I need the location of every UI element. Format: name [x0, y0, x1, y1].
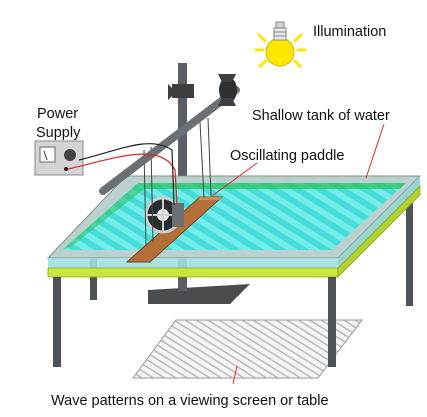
suspension-string — [207, 117, 212, 197]
suspension-string — [143, 149, 147, 247]
tank-inner-left — [62, 183, 144, 250]
voltmeter-icon — [39, 146, 56, 163]
stand-clamp — [172, 84, 194, 98]
tank-frame-right — [337, 185, 421, 278]
tank-pointer-line — [365, 123, 385, 179]
paddle-pointer-line — [211, 162, 258, 197]
clamp-wing — [218, 74, 236, 82]
clamp-wing — [218, 98, 236, 106]
stand-base-shadow — [148, 284, 250, 304]
motor-housing — [172, 203, 184, 227]
screen-pointer-line — [232, 365, 238, 385]
power-knob — [64, 149, 76, 161]
meter-needle — [43, 150, 48, 161]
terminal-icon — [64, 167, 68, 171]
tank-inner-edge — [138, 183, 406, 189]
suspension-string — [150, 146, 154, 243]
clamp-wheel — [219, 77, 237, 103]
tank-water — [62, 183, 406, 250]
power-supply-label-line2: Supply — [36, 125, 81, 141]
screen-label: Wave patterns on a viewing screen or tab… — [51, 393, 329, 409]
viewing-screen — [132, 319, 364, 379]
clamp-knob-left — [168, 84, 172, 100]
power-supply-label-line1: Power — [37, 106, 78, 122]
tank-label: Shallow tank of water — [252, 108, 390, 124]
boom-arm — [99, 86, 240, 195]
illumination-label: Illumination — [313, 24, 386, 40]
paddle-label: Oscillating paddle — [230, 148, 344, 164]
light-bulb-icon — [255, 21, 306, 69]
tank-front-glass — [48, 258, 338, 268]
tank-leg-front-right — [328, 277, 336, 367]
power-wire-black — [78, 143, 175, 206]
tank-leg-back-right — [406, 196, 413, 306]
tank-frame-front — [47, 267, 339, 278]
tank-leg-front-left — [53, 277, 61, 367]
tank-right-side — [338, 176, 420, 268]
suspension-string — [199, 121, 205, 199]
paddle-top — [198, 197, 222, 200]
